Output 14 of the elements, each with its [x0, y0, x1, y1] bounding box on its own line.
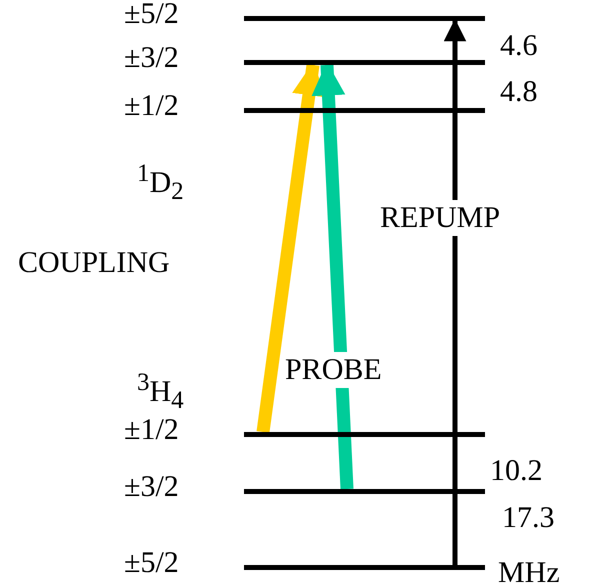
level-label: ±3/2 — [124, 469, 179, 505]
transition-arrow — [444, 18, 466, 565]
splitting-value: 10.2 — [490, 453, 542, 489]
edge-label: REPUMP — [380, 200, 500, 236]
state-label: $^{1}$D$_{2}$ — [137, 159, 184, 207]
level-label: ±3/2 — [124, 40, 179, 76]
splitting-value: 17.3 — [502, 500, 554, 536]
level-label: ±5/2 — [124, 545, 179, 581]
level-label: ±5/2 — [124, 0, 179, 32]
splitting-value: 4.6 — [500, 28, 538, 64]
unit-label: MHz — [498, 555, 560, 588]
splitting-value: 4.8 — [500, 74, 538, 110]
level-label: ±1/2 — [124, 88, 179, 124]
edge-label: PROBE — [285, 352, 382, 388]
